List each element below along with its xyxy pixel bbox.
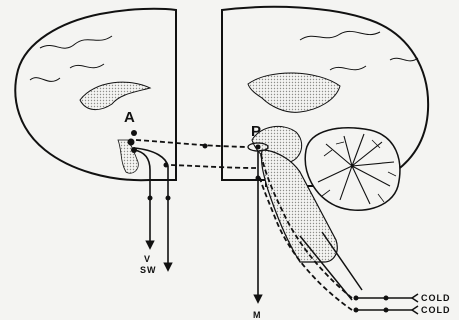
pathway-sw [134, 148, 168, 270]
cold-input-1 [354, 294, 419, 302]
left-corpus-callosum [80, 82, 150, 109]
synapse-junction [164, 163, 169, 168]
cerebellum [305, 128, 400, 210]
right-corpus-callosum [248, 73, 340, 112]
synapse-v [148, 196, 153, 201]
pathway-p-to-hypothalamus [170, 165, 256, 168]
synapse-a-p [203, 144, 208, 149]
label-cold-1: COLD [421, 293, 451, 303]
left-hypothalamus [118, 140, 138, 173]
synapse-sw [166, 196, 171, 201]
label-sw: SW [140, 265, 157, 275]
label-v: V [144, 254, 151, 264]
pathway-a-to-p [136, 140, 248, 147]
left-gyri [30, 36, 112, 81]
label-cold-2: COLD [421, 305, 451, 315]
cold-input-2 [354, 306, 419, 314]
label-p: P [251, 123, 261, 140]
label-m: M [253, 310, 262, 320]
label-a: A [124, 109, 135, 126]
